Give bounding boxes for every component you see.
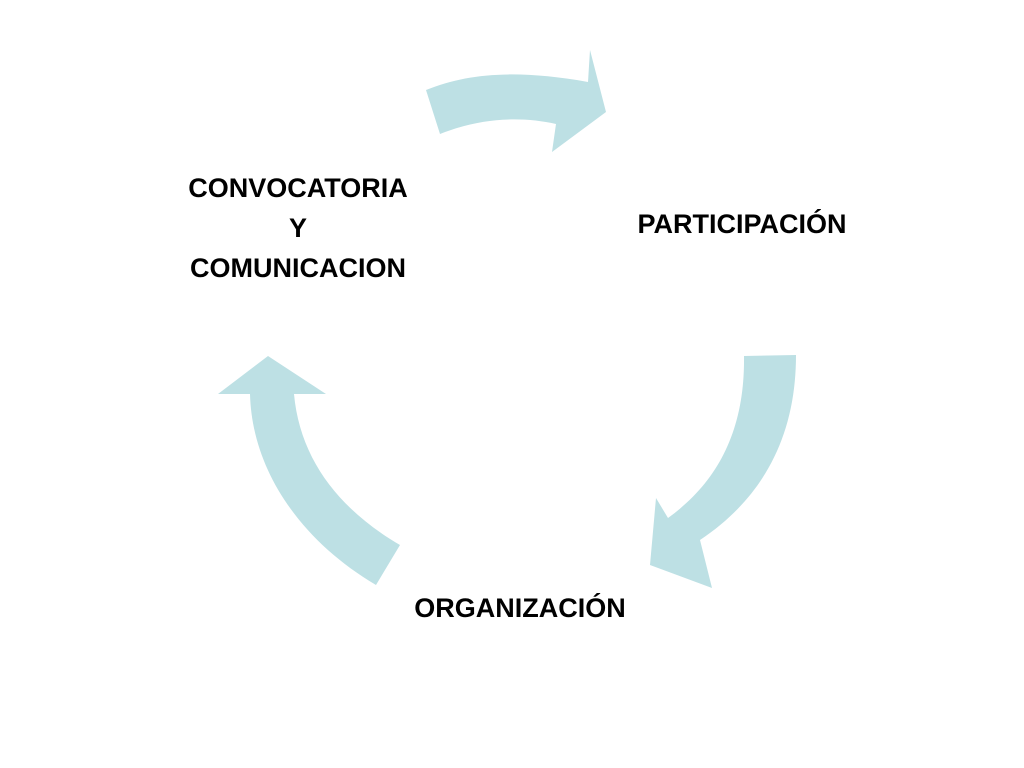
- node-convocatoria-line-1: CONVOCATORIA: [188, 173, 408, 203]
- node-organizacion: ORGANIZACIÓN: [370, 588, 670, 628]
- node-convocatoria-y-comunicacion: CONVOCATORIA Y COMUNICACION: [148, 168, 448, 288]
- node-convocatoria-line-2: Y: [288, 213, 307, 243]
- arrow-participacion-to-organizacion: [650, 355, 796, 588]
- arrow-convocatoria-to-participacion: [426, 50, 606, 152]
- arrow-organizacion-to-convocatoria: [218, 356, 400, 585]
- node-participacion-line-1: PARTICIPACIÓN: [637, 209, 847, 239]
- node-organizacion-line-1: ORGANIZACIÓN: [414, 593, 626, 623]
- node-convocatoria-line-3: COMUNICACION: [190, 253, 406, 283]
- node-participacion: PARTICIPACIÓN: [592, 204, 892, 244]
